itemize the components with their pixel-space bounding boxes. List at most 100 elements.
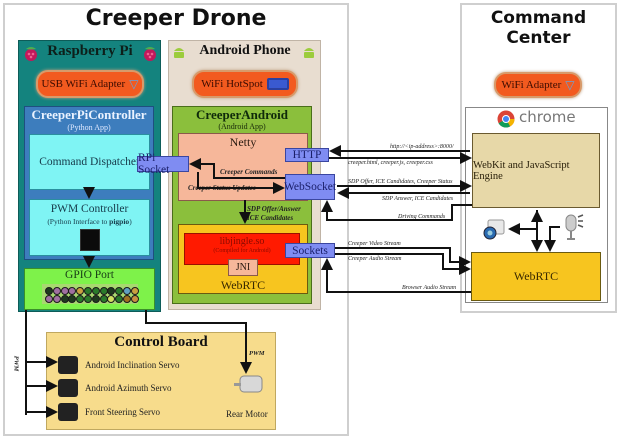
sdp-offer-answer-label: SDP Offer/Answer (247, 205, 301, 213)
link-url-label: http://<ip-address>:8000/ (390, 144, 454, 150)
arrow-from-mic (544, 226, 560, 252)
servo-label-steering: Front Steering Servo (85, 407, 160, 417)
command-center-title: Command Center (490, 8, 587, 48)
gpio-pins (42, 284, 139, 304)
gpio-pin (68, 287, 77, 295)
creeper-pi-controller-title: CreeperPiController (31, 107, 147, 122)
sockets-label: Sockets (292, 244, 328, 257)
servo-label-azimuth: Android Azimuth Servo (85, 383, 172, 393)
gpio-pin (130, 287, 139, 295)
gpio-pin (84, 295, 92, 303)
pwm-subtitle-bold: pigpio (109, 217, 130, 226)
libjingle-sublabel: (Compiled for Android) (213, 248, 271, 254)
link-driving (321, 200, 472, 221)
chrome-label: chrome (519, 108, 576, 126)
gpio-pin (91, 287, 100, 295)
link-sdp-answer-label: SDP Answer, ICE Candidates (382, 196, 454, 202)
gpio-pin (68, 295, 77, 303)
pwm-subtitle-suffix: ) (129, 217, 132, 226)
netty-label: Netty (229, 135, 257, 149)
android-icon-right (303, 45, 315, 59)
cc-webrtc-label: WebRTC (513, 269, 559, 283)
link-audio-label: Creeper Audio Stream (348, 256, 402, 262)
gpio-pin (99, 295, 108, 303)
link-video (335, 247, 471, 268)
cc-wifi-adapter: WiFi Adapter ▽ (494, 72, 582, 98)
gpio-pin (60, 295, 69, 303)
link-browser-audio (321, 258, 471, 293)
chrome-logo-icon (497, 110, 515, 128)
gpio-pin (115, 287, 124, 295)
android-icon-left (173, 45, 185, 59)
creeper-commands-label: Creeper Commands (220, 168, 278, 176)
gpio-pin (45, 287, 53, 295)
command-dispatcher-box: Command Dispatcher (29, 134, 150, 190)
rpi-socket-label: RPi Socket (138, 152, 170, 176)
gpio-pin (84, 287, 92, 295)
wifi-icon: ▽ (129, 76, 139, 91)
gpio-pin (60, 287, 69, 295)
servo-icon (58, 379, 78, 397)
router-icon (266, 78, 289, 90)
webrtc-android-label: WebRTC (220, 278, 266, 292)
gpio-pin (123, 287, 131, 295)
gpio-pin (115, 295, 124, 303)
link-video-label: Creeper Video Stream (348, 241, 401, 247)
link-driving-label: Driving Commands (398, 214, 446, 220)
pwm-subtitle-prefix: (Python Interface to (47, 217, 110, 226)
chip-icon (80, 229, 100, 251)
gpio-pin (52, 287, 61, 295)
creeper-pi-controller-subtitle: (Python App) (67, 123, 111, 132)
webcam-icon (482, 218, 506, 240)
motor-icon (232, 374, 264, 396)
servo-icon (58, 356, 78, 374)
gpio-pin (107, 287, 116, 295)
pwm-controller-subtitle: (Python Interface to pigpio) (29, 217, 150, 226)
wifi-icon: ▽ (565, 77, 575, 92)
wifi-hotspot-label: WiFi HotSpot (201, 78, 263, 90)
sockets-box: Sockets (285, 243, 335, 258)
microphone-icon (562, 213, 584, 241)
gpio-pin (99, 287, 108, 295)
arrow-creeper-commands (189, 158, 285, 179)
command-dispatcher-label: Command Dispatcher (39, 156, 140, 168)
link-audio (335, 253, 471, 275)
usb-wifi-adapter: USB WiFi Adapter ▽ (36, 70, 144, 98)
jni-box: JNI (228, 259, 258, 276)
servo-icon (58, 403, 78, 421)
websocket-box: WebSocket (283, 174, 337, 200)
webkit-box: WebKit and JavaScript Engine (472, 133, 600, 208)
link-sdp-offer-label: SDP Offer, ICE Candidates, Creeper Statu… (348, 179, 453, 185)
raspberry-pi-title: Raspberry Pi (47, 43, 133, 59)
http-box: HTTP (285, 148, 329, 162)
control-board-box (46, 332, 276, 430)
gpio-pin (123, 295, 131, 303)
usb-wifi-adapter-label: USB WiFi Adapter (41, 78, 126, 90)
arrow-motor (145, 310, 252, 374)
wifi-hotspot: WiFi HotSpot (192, 70, 298, 98)
raspberry-icon-left (24, 45, 38, 61)
webkit-label: WebKit and JavaScript Engine (473, 159, 570, 182)
creeper-android-subtitle: (Android App) (218, 122, 266, 131)
gpio-pin (52, 295, 61, 303)
android-phone-title: Android Phone (199, 43, 291, 58)
link-files-label: creeper.html, creeper.js, creeper.css (348, 160, 433, 166)
raspberry-icon-right (143, 45, 157, 61)
servo-label-inclination: Android Inclination Servo (85, 360, 180, 370)
cc-wifi-adapter-label: WiFi Adapter (501, 79, 562, 91)
rear-motor-label: Rear Motor (226, 409, 268, 419)
pwm-label-right: PWM (249, 350, 265, 357)
gpio-pin (91, 295, 100, 303)
pwm-controller-title: PWM Controller (50, 203, 129, 215)
libjingle-label: libjingle.so (219, 236, 265, 247)
cc-webrtc-box: WebRTC (471, 252, 601, 301)
jni-label: JNI (235, 262, 251, 273)
control-board-title: Control Board (114, 334, 208, 350)
arrow-creeper-status (197, 172, 285, 194)
websocket-label: WebSocket (283, 181, 337, 193)
gpio-pin (76, 287, 85, 295)
ice-candidates-label: ICE Candidates (247, 214, 294, 222)
gpio-pin (45, 295, 53, 303)
gpio-pin (107, 295, 116, 303)
